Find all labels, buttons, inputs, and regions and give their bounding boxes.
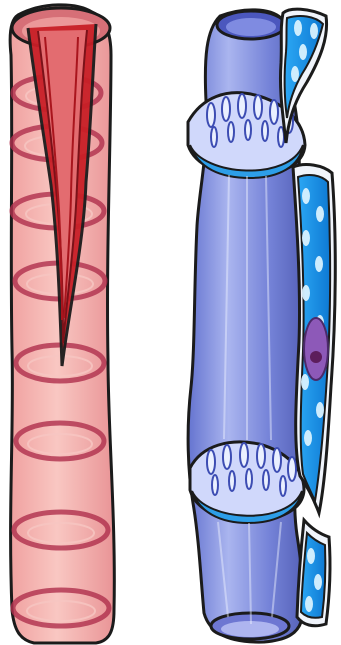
tracheid bbox=[10, 5, 114, 643]
cell-nucleus bbox=[304, 318, 328, 380]
